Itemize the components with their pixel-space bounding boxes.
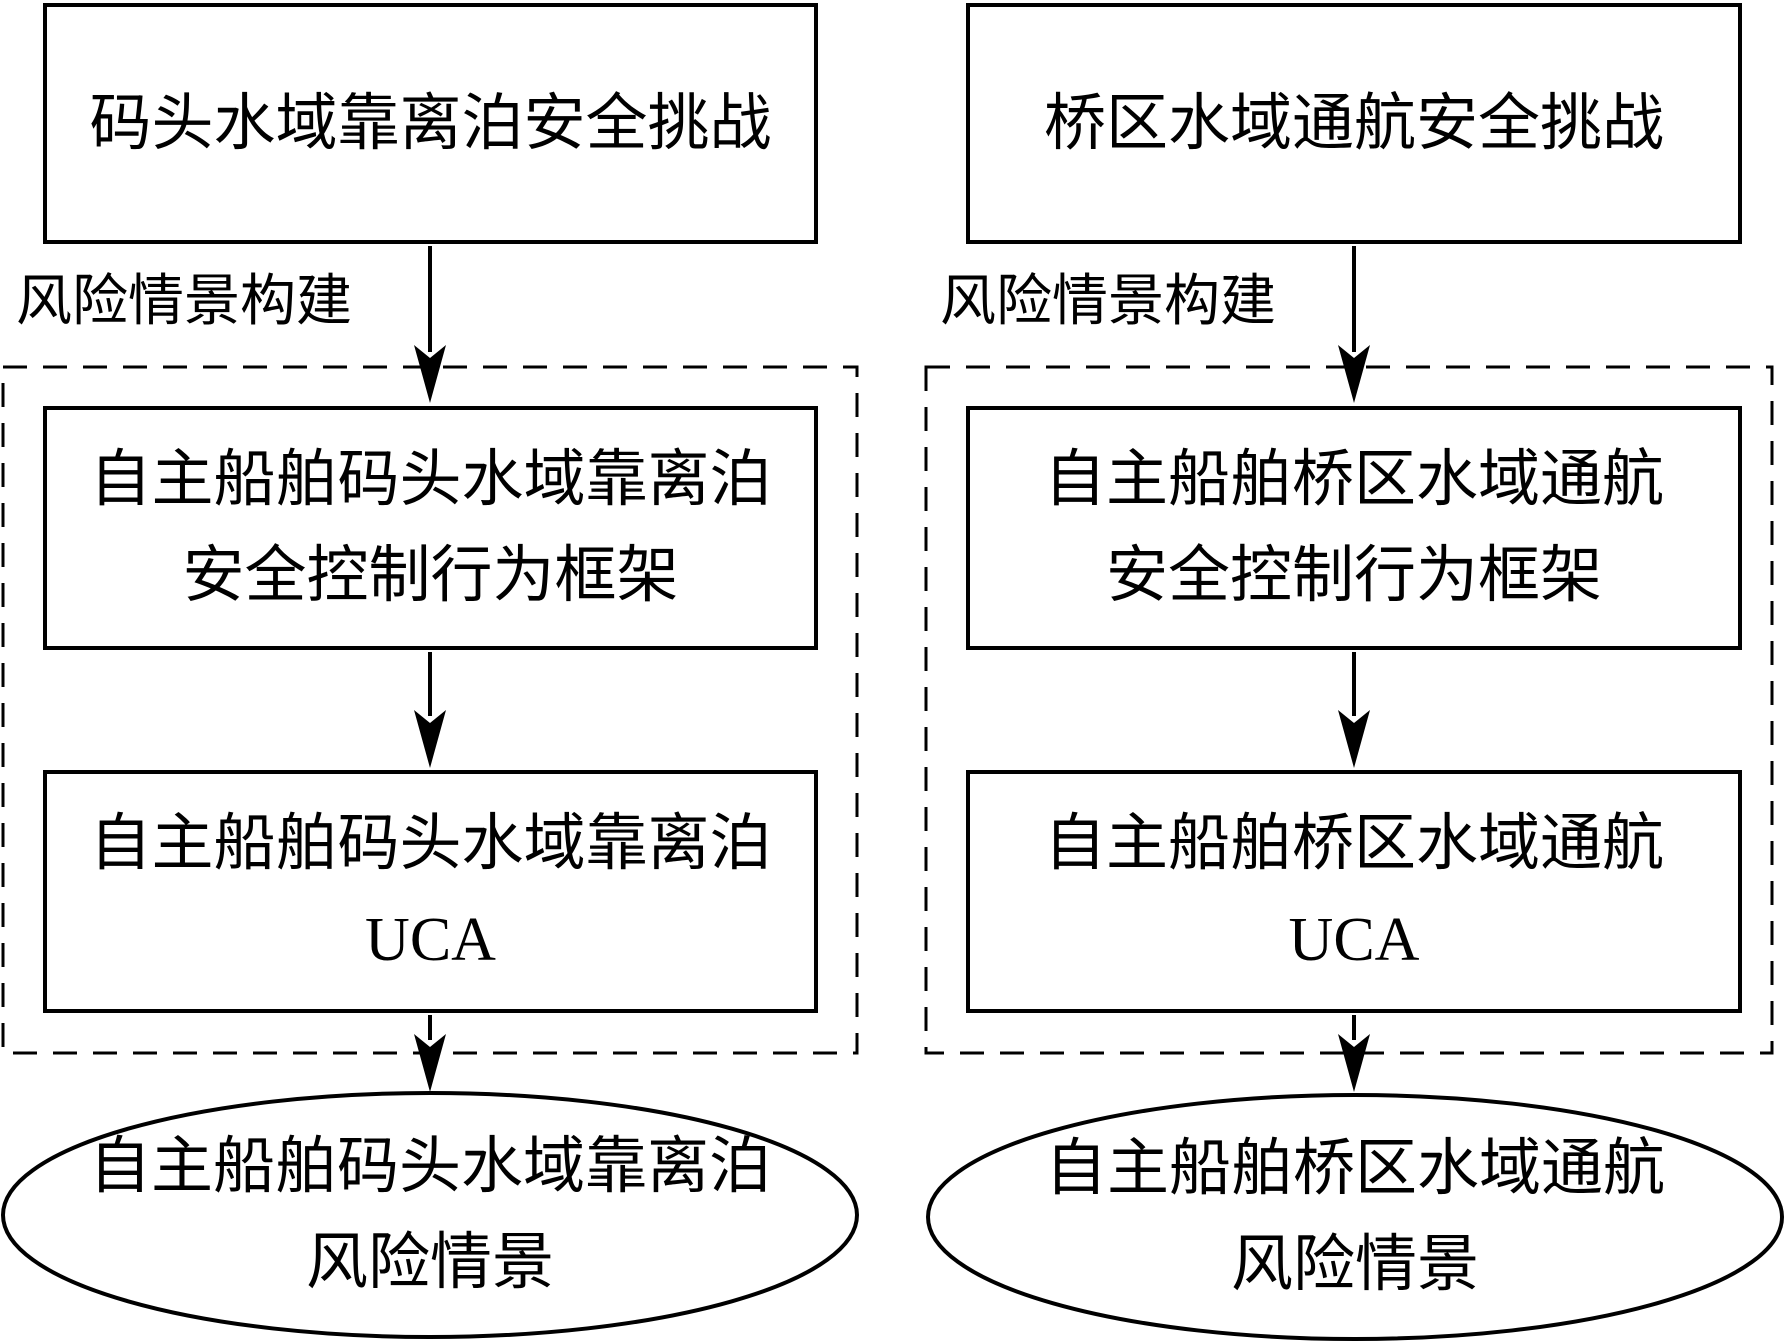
result-ellipse-left-line1: 自主船舶码头水域靠离泊	[88, 1133, 771, 1201]
arrowhead-icon	[1338, 345, 1370, 403]
challenge-box-right-text: 桥区水域通航安全挑战	[1043, 89, 1664, 158]
arrowhead-icon	[1338, 1034, 1370, 1092]
flow-label-left: 风险情景构建	[16, 271, 352, 333]
arrowhead-icon	[414, 345, 446, 403]
framework-box-right-line2: 安全控制行为框架	[1105, 542, 1602, 610]
result-ellipse-right-line1: 自主船舶桥区水域通航	[1044, 1135, 1665, 1203]
uca-box-right: 自主船舶桥区水域通航 UCA	[966, 770, 1742, 1013]
arrowhead-icon	[414, 1034, 446, 1092]
uca-box-left: 自主船舶码头水域靠离泊 UCA	[43, 770, 818, 1013]
arrow-left-uca-to-result	[414, 1015, 446, 1092]
result-ellipse-right-line2: 风险情景	[1230, 1231, 1479, 1299]
framework-box-left-line1: 自主船舶码头水域靠离泊	[89, 446, 772, 514]
arrow-left-framework-to-uca	[414, 652, 446, 768]
framework-box-left: 自主船舶码头水域靠离泊 安全控制行为框架	[43, 406, 818, 650]
result-ellipse-right-text: 自主船舶桥区水域通航 风险情景	[925, 1121, 1785, 1313]
arrowhead-icon	[1338, 710, 1370, 768]
challenge-box-left-text: 码头水域靠离泊安全挑战	[89, 89, 772, 158]
arrow-right-challenge-to-framework	[1338, 246, 1370, 403]
result-ellipse-left-shape	[1, 1091, 859, 1339]
arrow-left-challenge-to-framework	[414, 246, 446, 403]
flow-label-right: 风险情景构建	[940, 271, 1276, 333]
arrowhead-icon	[414, 710, 446, 768]
challenge-box-right: 桥区水域通航安全挑战	[966, 3, 1742, 244]
framework-box-right-line1: 自主船舶桥区水域通航	[1043, 446, 1664, 514]
result-ellipse-right-shape	[926, 1093, 1784, 1341]
framework-box-right: 自主船舶桥区水域通航 安全控制行为框架	[966, 406, 1742, 650]
uca-box-left-line1: 自主船舶码头水域靠离泊	[89, 809, 772, 878]
uca-box-right-line2: UCA	[1288, 905, 1420, 974]
result-ellipse-left-text: 自主船舶码头水域靠离泊 风险情景	[0, 1119, 860, 1311]
framework-box-left-line2: 安全控制行为框架	[182, 542, 679, 610]
uca-box-left-line2: UCA	[365, 905, 496, 974]
challenge-box-left: 码头水域靠离泊安全挑战	[43, 3, 818, 244]
arrow-right-uca-to-result	[1338, 1015, 1370, 1092]
arrow-right-framework-to-uca	[1338, 652, 1370, 768]
result-ellipse-left-line2: 风险情景	[305, 1229, 554, 1297]
uca-box-right-line1: 自主船舶桥区水域通航	[1043, 809, 1664, 878]
